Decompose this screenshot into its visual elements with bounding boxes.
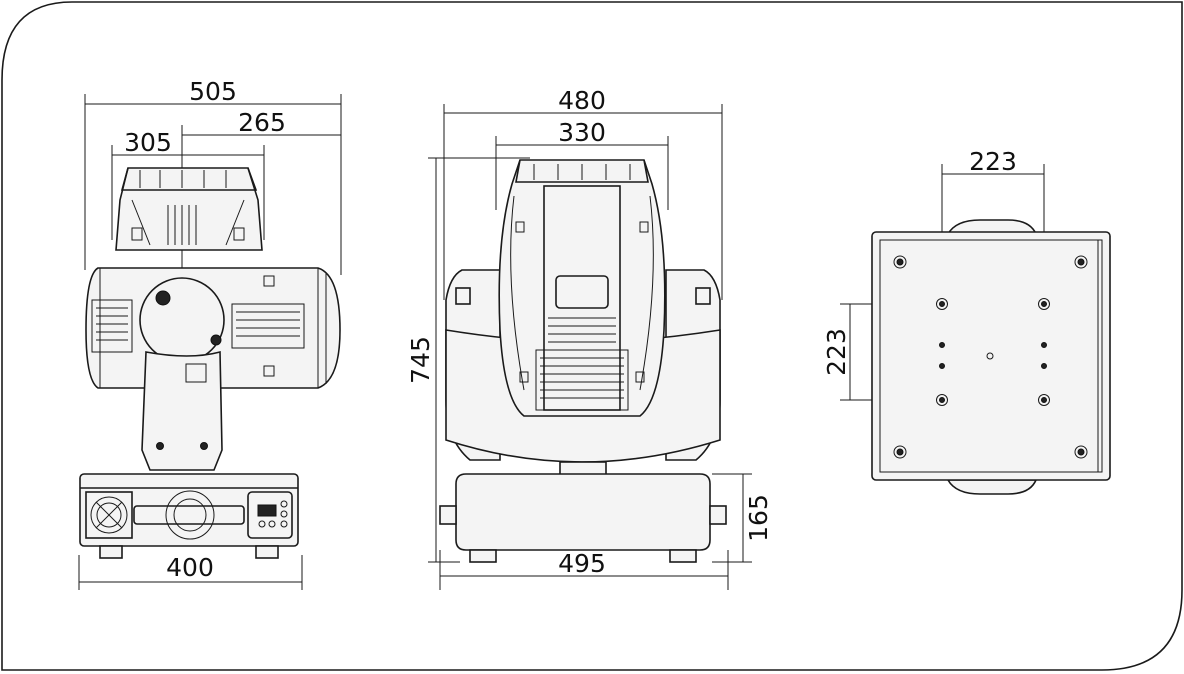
dim-bottom-hole-spacing-x: 223 bbox=[969, 147, 1017, 176]
dim-front-width: 480 bbox=[558, 86, 606, 115]
front-base bbox=[439, 461, 727, 563]
dim-front-height: 745 bbox=[406, 336, 435, 384]
side-right-vent bbox=[231, 303, 305, 349]
bottom-handle-bottom bbox=[946, 479, 1038, 495]
dim-side-width: 505 bbox=[189, 77, 237, 106]
bottom-view: 223 223 bbox=[822, 147, 1111, 495]
front-view: 480 330 745 165 495 bbox=[406, 86, 773, 590]
front-vent bbox=[535, 317, 629, 411]
front-head bbox=[498, 159, 666, 417]
side-base bbox=[79, 473, 299, 559]
bottom-handle-top bbox=[946, 219, 1038, 235]
side-top-housing bbox=[115, 167, 263, 251]
bottom-plate bbox=[871, 231, 1111, 481]
dim-side-base-width: 400 bbox=[166, 553, 214, 582]
dim-side-top-right: 265 bbox=[238, 108, 286, 137]
dim-front-inner-width: 330 bbox=[558, 118, 606, 147]
front-dimension-lines bbox=[428, 104, 752, 590]
dim-bottom-hole-spacing-y: 223 bbox=[822, 328, 851, 376]
side-yoke-arm bbox=[141, 350, 223, 471]
dim-side-top-left: 305 bbox=[124, 128, 172, 157]
dim-front-base-height: 165 bbox=[744, 494, 773, 542]
side-left-vent bbox=[91, 299, 133, 353]
side-view: 505 265 305 400 bbox=[78, 77, 342, 590]
dim-front-base-width: 495 bbox=[558, 549, 606, 578]
